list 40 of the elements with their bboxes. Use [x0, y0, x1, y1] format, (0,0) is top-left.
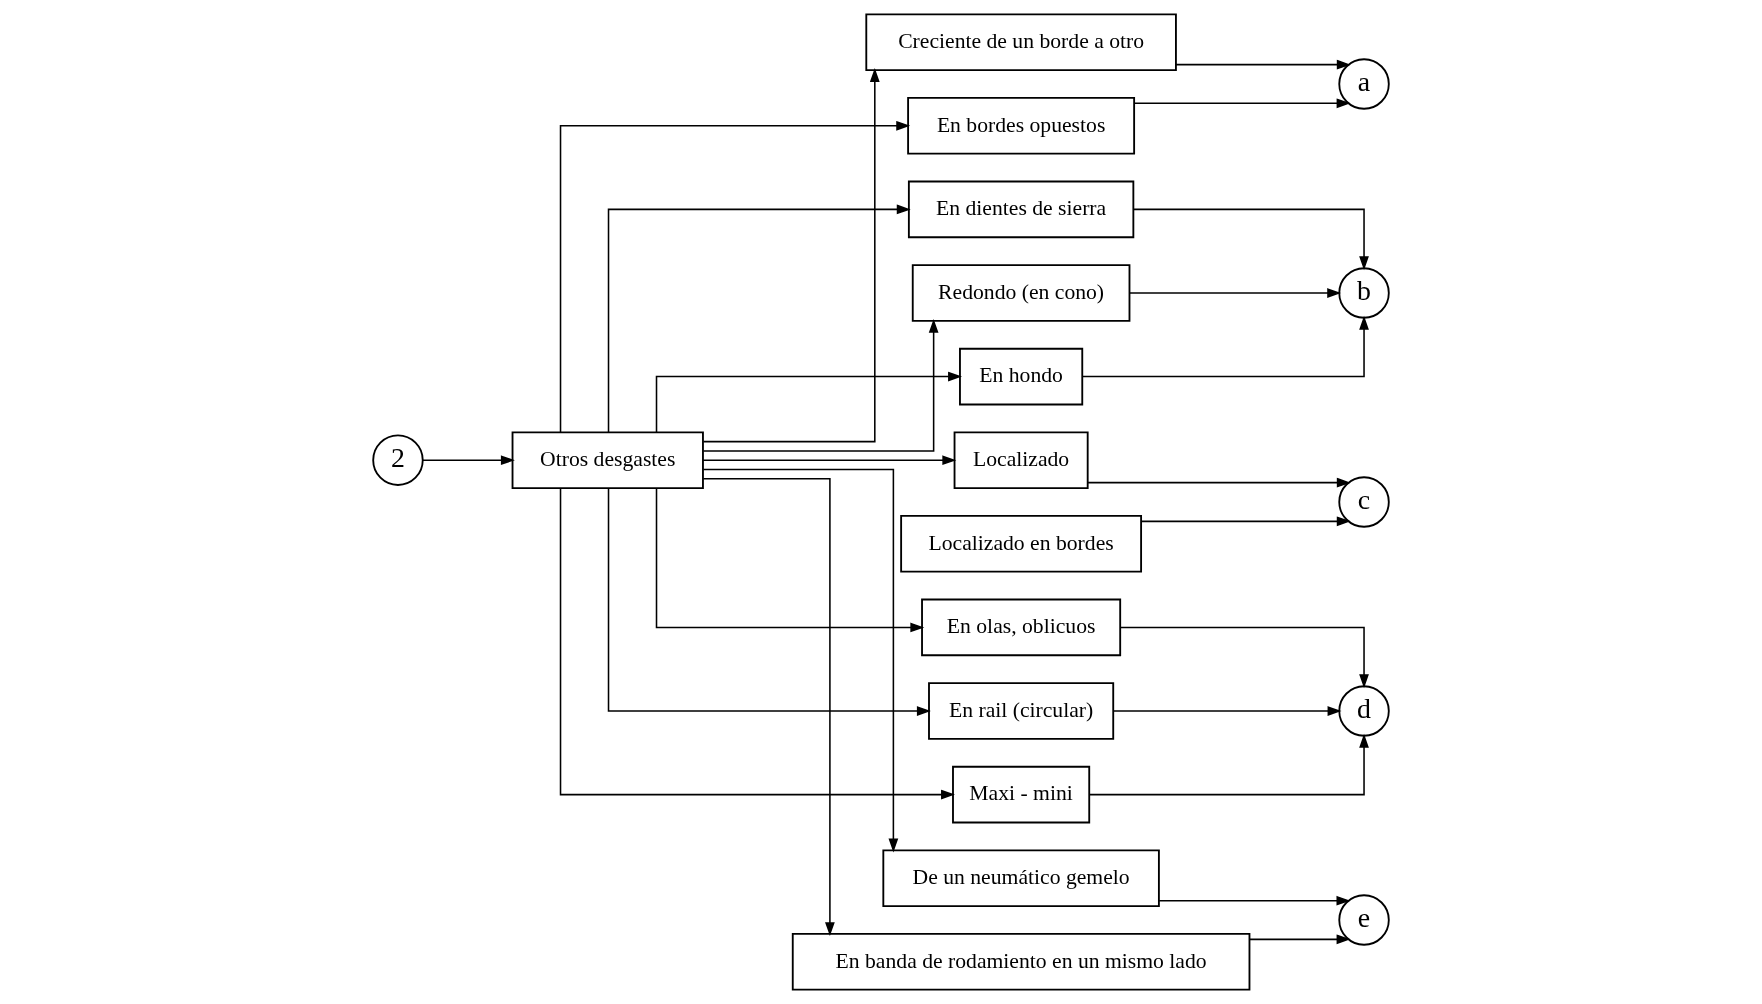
arrow [702, 455, 957, 466]
arrow [1140, 516, 1351, 527]
node-box: Localizado en bordes [900, 515, 1143, 573]
node-circle: d [1338, 685, 1390, 737]
arrow [702, 468, 899, 853]
node-box: Creciente de un borde a otro [865, 13, 1177, 71]
node-box: Maxi - mini [952, 765, 1091, 824]
node-box: En dientes de sierra [907, 180, 1135, 239]
arrow [1128, 288, 1342, 298]
arrow [1112, 706, 1342, 716]
node-box: Localizado [953, 431, 1089, 489]
node-box: En hondo [959, 347, 1084, 406]
arrow [1119, 626, 1369, 689]
node-box: En bordes opuestos [907, 97, 1136, 155]
arrow [1249, 934, 1351, 945]
node-box: En olas, oblicuos [921, 598, 1122, 657]
node-box: De un neumático gemelo [882, 849, 1160, 907]
node-circle: b [1338, 267, 1390, 319]
arrow [1175, 59, 1351, 70]
arrow [1081, 315, 1369, 378]
arrow [702, 318, 939, 452]
arrow [559, 120, 911, 434]
arrow [559, 487, 955, 800]
arrow [655, 487, 925, 633]
arrow [1133, 98, 1351, 109]
arrow [607, 204, 911, 433]
node-box: Otros desgastes [511, 431, 704, 489]
arrow [1088, 733, 1369, 796]
node-box: En rail (circular) [928, 682, 1115, 740]
node-circle: 2 [372, 434, 424, 486]
arrow [1087, 477, 1351, 488]
node-box: Redondo (en cono) [911, 264, 1131, 322]
arrow [422, 455, 515, 466]
arrow [702, 67, 880, 443]
arrow [1158, 895, 1351, 906]
arrow [607, 487, 931, 716]
arrow [1132, 208, 1369, 271]
node-box: En banda de rodamiento en un mismo lado [791, 933, 1251, 991]
arrow [655, 371, 963, 433]
arrow [702, 478, 835, 937]
